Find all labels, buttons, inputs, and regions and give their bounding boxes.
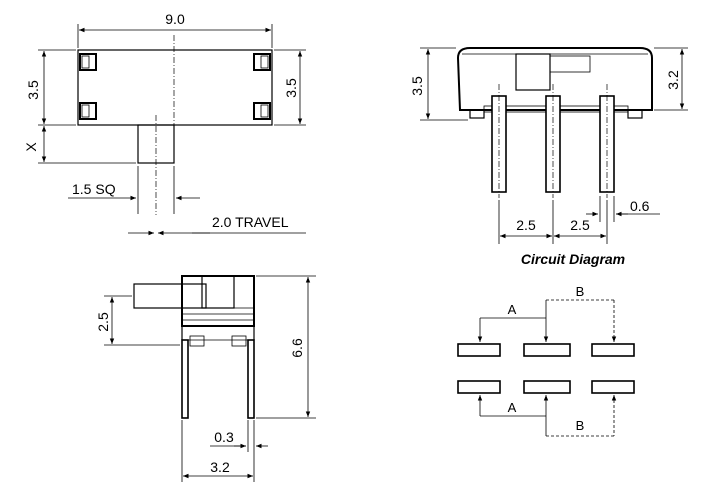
- side-height-dim-label: 6.6: [289, 338, 305, 358]
- label-a-bottom: A: [508, 400, 517, 415]
- label-a-top: A: [508, 302, 517, 317]
- circuit-diagram-title: Circuit Diagram: [521, 251, 625, 267]
- label-b-bottom: B: [576, 418, 585, 433]
- contact-bottom-2: [523, 380, 571, 394]
- contact-bottom-3: [591, 380, 635, 394]
- front-view: 3.5 3.2 2.5 2.5 0.6: [409, 47, 688, 244]
- left-height-dim-label: 3.5: [25, 80, 41, 100]
- front-view-housing: [456, 47, 653, 111]
- front-view-actuator: [515, 53, 551, 91]
- side-view-actuator: [133, 283, 207, 309]
- travel-dim-label: 2.0 TRAVEL: [212, 214, 289, 230]
- pin-thickness-dim-label: 0.3: [214, 429, 234, 445]
- contact-top-2: [523, 343, 571, 357]
- actuator-dim-label: 2.5: [95, 312, 111, 332]
- front-height-dim-label: 3.5: [409, 76, 425, 96]
- contact-top-1: [457, 343, 501, 357]
- top-view-body: [77, 49, 273, 126]
- x-dim-label: X: [23, 142, 39, 152]
- top-view-tabs: [79, 53, 271, 120]
- circuit-diagram: Circuit Diagram A B A B: [457, 251, 635, 437]
- top-view: 9.0 3.5 X 3.5 1.5 SQ 2.0 TRAVEL: [23, 11, 306, 236]
- label-b-top: B: [576, 284, 585, 299]
- side-view: 2.5 6.6 0.3 3.2: [95, 275, 316, 482]
- pin-width-dim-label: 0.6: [630, 198, 650, 214]
- front-right-dim-label: 3.2: [665, 70, 681, 90]
- pitch-right-dim-label: 2.5: [570, 217, 590, 233]
- contact-top-3: [591, 343, 635, 357]
- right-height-dim-label: 3.5: [283, 78, 299, 98]
- side-width-dim-label: 3.2: [210, 459, 230, 475]
- square-dim-label: 1.5 SQ: [72, 181, 116, 197]
- width-dim-label: 9.0: [165, 11, 185, 27]
- pitch-left-dim-label: 2.5: [516, 217, 536, 233]
- contact-bottom-1: [457, 380, 501, 394]
